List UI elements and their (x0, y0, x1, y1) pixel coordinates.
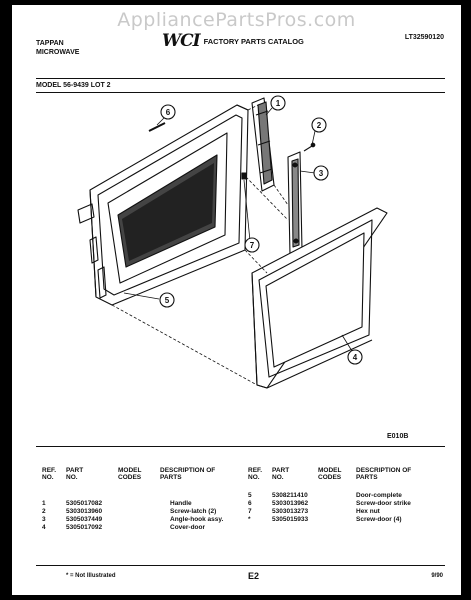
part-cell: 5303013962 (272, 500, 309, 507)
model-codes-header: MODEL CODES (318, 467, 342, 481)
door-strike-screw-part (148, 122, 166, 132)
hex-nut-part (241, 172, 247, 180)
screw-latch-part (303, 142, 316, 152)
handle-part (251, 97, 275, 192)
callout-leaders (123, 107, 353, 352)
description-header: DESCRIPTION OF PARTS (160, 467, 216, 481)
desc-cell: Angle-hook assy. (170, 516, 224, 523)
catalog-header: WCI FACTORY PARTS CATALOG (162, 31, 304, 51)
not-illustrated-note: * = Not Illustrated (66, 573, 116, 579)
parts-catalog-page: AppliancePartsPros.com TAPPAN MICROWAVE … (12, 5, 461, 595)
part-cell: 5305017082 (66, 500, 103, 507)
svg-text:3: 3 (319, 169, 324, 178)
description-header: DESCRIPTION OF PARTS (356, 467, 412, 481)
exploded-door-diagram: 1 2 3 4 5 6 7 (77, 95, 388, 389)
table-top-rule (36, 446, 445, 447)
callout-5: 5 (159, 292, 175, 308)
ref-cell: * (248, 516, 251, 523)
part-no-header: PART NO. (272, 467, 290, 481)
assembly-lines (111, 104, 289, 386)
footer-rule (36, 565, 445, 566)
ref-cell: 3 (42, 516, 46, 523)
callout-1: 1 (270, 95, 286, 111)
svg-text:4: 4 (353, 353, 358, 362)
desc-cell: Cover-door (170, 524, 206, 531)
svg-text:1: 1 (276, 99, 281, 108)
revision-date: 9/90 (431, 573, 443, 579)
svg-text:6: 6 (166, 108, 171, 117)
ref-cell: 1 (42, 500, 46, 507)
desc-cell: Screw-door (4) (356, 516, 402, 523)
model-codes-header: MODEL CODES (118, 467, 142, 481)
desc-cell: Screw-latch (2) (170, 508, 217, 515)
desc-cell: Screw-door strike (356, 500, 411, 507)
ref-cell: 6 (248, 500, 252, 507)
svg-text:7: 7 (250, 241, 255, 250)
brand-block: TAPPAN MICROWAVE (36, 39, 79, 57)
callout-6: 6 (160, 104, 176, 120)
ref-no-header: REF. NO. (42, 467, 57, 481)
desc-cell: Door-complete (356, 492, 402, 499)
desc-cell: Hex nut (356, 508, 380, 515)
document-number: LT32590120 (404, 34, 444, 41)
svg-text:2: 2 (317, 121, 322, 130)
product-type: MICROWAVE (36, 49, 80, 56)
svg-text:5: 5 (165, 296, 170, 305)
ref-cell: 5 (248, 492, 252, 499)
part-cell: 5303013960 (66, 508, 103, 515)
part-cell: 5305015933 (272, 516, 309, 523)
part-cell: 5308211410 (272, 492, 308, 499)
door-frame-part (77, 104, 249, 306)
callout-2: 2 (311, 117, 327, 133)
wci-logo: WCI (162, 31, 201, 51)
callout-3: 3 (313, 165, 329, 181)
ref-no-header: REF. NO. (248, 467, 263, 481)
part-cell: 5305037449 (66, 516, 103, 523)
desc-cell: Handle (170, 500, 192, 507)
ref-cell: 2 (42, 508, 46, 515)
watermark: AppliancePartsPros.com (117, 9, 356, 31)
callout-7: 7 (244, 237, 260, 253)
model-rule (36, 92, 445, 93)
cover-door-part (251, 207, 388, 389)
figure-code: E010B (387, 433, 409, 440)
ref-cell: 7 (248, 508, 252, 515)
ref-cell: 4 (42, 524, 46, 531)
part-cell: 5303013273 (272, 508, 309, 515)
page-number: E2 (248, 571, 260, 581)
callout-4: 4 (347, 349, 363, 365)
part-no-header: PART NO. (66, 467, 84, 481)
brand-name: TAPPAN (36, 40, 64, 47)
header-rule (36, 78, 445, 79)
angle-hook-part (287, 151, 303, 256)
part-cell: 5305017092 (66, 524, 103, 531)
model-line: MODEL 56-9439 LOT 2 (36, 82, 111, 89)
catalog-title: FACTORY PARTS CATALOG (203, 36, 304, 46)
